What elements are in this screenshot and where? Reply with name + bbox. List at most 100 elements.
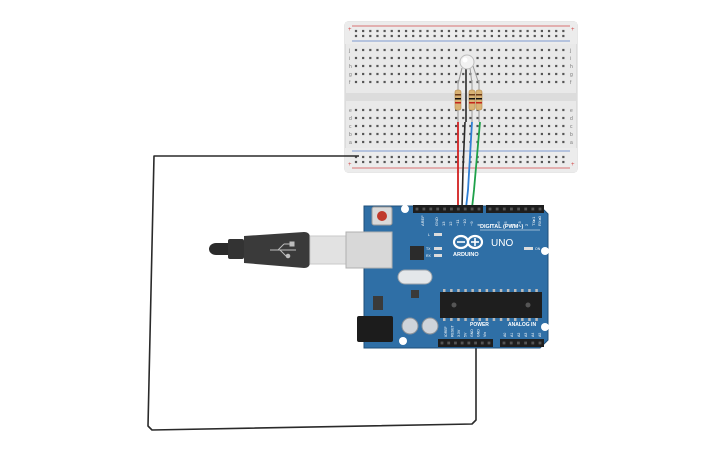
terminal-hole[interactable] bbox=[526, 108, 529, 112]
terminal-hole[interactable] bbox=[383, 80, 386, 84]
terminal-hole[interactable] bbox=[369, 116, 372, 120]
terminal-hole[interactable] bbox=[533, 64, 536, 68]
header-pin[interactable] bbox=[487, 341, 491, 345]
terminal-hole[interactable] bbox=[433, 140, 436, 144]
power-rail-hole[interactable] bbox=[354, 160, 358, 164]
terminal-hole[interactable] bbox=[497, 140, 501, 144]
terminal-hole[interactable] bbox=[412, 56, 415, 60]
terminal-hole[interactable] bbox=[455, 80, 458, 84]
terminal-hole[interactable] bbox=[440, 116, 443, 120]
terminal-hole[interactable] bbox=[369, 56, 372, 60]
header-pin[interactable] bbox=[440, 341, 444, 345]
power-rail-hole[interactable] bbox=[533, 34, 536, 38]
terminal-hole[interactable] bbox=[397, 116, 400, 120]
terminal-hole[interactable] bbox=[562, 56, 565, 60]
power-rail-hole[interactable] bbox=[404, 34, 408, 38]
power-rail-hole[interactable] bbox=[440, 155, 443, 159]
terminal-hole[interactable] bbox=[512, 80, 515, 84]
power-rail-hole[interactable] bbox=[455, 160, 458, 164]
terminal-hole[interactable] bbox=[447, 72, 451, 76]
terminal-hole[interactable] bbox=[483, 116, 486, 120]
power-rail-hole[interactable] bbox=[547, 160, 551, 164]
terminal-hole[interactable] bbox=[383, 48, 386, 52]
terminal-hole[interactable] bbox=[440, 124, 443, 128]
terminal-hole[interactable] bbox=[426, 108, 429, 112]
terminal-hole[interactable] bbox=[419, 108, 422, 112]
power-rail-hole[interactable] bbox=[483, 160, 486, 164]
power-rail-hole[interactable] bbox=[376, 29, 379, 33]
power-rail-hole[interactable] bbox=[547, 155, 551, 159]
terminal-hole[interactable] bbox=[497, 124, 501, 128]
terminal-hole[interactable] bbox=[390, 48, 393, 52]
power-rail-hole[interactable] bbox=[390, 160, 393, 164]
rgb-led[interactable] bbox=[457, 54, 480, 85]
power-rail-hole[interactable] bbox=[547, 34, 551, 38]
terminal-hole[interactable] bbox=[555, 80, 558, 84]
terminal-hole[interactable] bbox=[483, 108, 486, 112]
terminal-hole[interactable] bbox=[390, 64, 393, 68]
terminal-hole[interactable] bbox=[354, 140, 358, 144]
terminal-hole[interactable] bbox=[540, 48, 543, 52]
terminal-hole[interactable] bbox=[497, 132, 501, 136]
power-rail-hole[interactable] bbox=[483, 155, 486, 159]
terminal-hole[interactable] bbox=[433, 116, 436, 120]
header-pin[interactable] bbox=[480, 341, 484, 345]
header-pin[interactable] bbox=[443, 207, 446, 211]
terminal-hole[interactable] bbox=[555, 48, 558, 52]
terminal-hole[interactable] bbox=[547, 80, 551, 84]
terminal-hole[interactable] bbox=[433, 64, 436, 68]
terminal-hole[interactable] bbox=[469, 48, 472, 52]
terminal-hole[interactable] bbox=[362, 72, 365, 76]
power-rail-hole[interactable] bbox=[555, 29, 558, 33]
power-rail-hole[interactable] bbox=[419, 160, 422, 164]
power-rail-hole[interactable] bbox=[512, 160, 515, 164]
header-pin[interactable] bbox=[531, 207, 535, 211]
header-pin[interactable] bbox=[474, 341, 477, 345]
terminal-hole[interactable] bbox=[390, 72, 393, 76]
terminal-hole[interactable] bbox=[369, 140, 372, 144]
terminal-hole[interactable] bbox=[505, 80, 508, 84]
power-rail-hole[interactable] bbox=[483, 29, 486, 33]
header-pin[interactable] bbox=[454, 341, 457, 345]
terminal-hole[interactable] bbox=[512, 140, 515, 144]
power-rail-hole[interactable] bbox=[362, 155, 365, 159]
power-rail-hole[interactable] bbox=[490, 160, 493, 164]
terminal-hole[interactable] bbox=[526, 124, 529, 128]
terminal-hole[interactable] bbox=[404, 132, 408, 136]
power-rail-hole[interactable] bbox=[562, 160, 565, 164]
power-rail-hole[interactable] bbox=[376, 155, 379, 159]
terminal-hole[interactable] bbox=[455, 56, 458, 60]
terminal-hole[interactable] bbox=[476, 132, 479, 136]
terminal-hole[interactable] bbox=[490, 124, 493, 128]
terminal-hole[interactable] bbox=[547, 116, 551, 120]
terminal-hole[interactable] bbox=[476, 48, 479, 52]
terminal-hole[interactable] bbox=[476, 80, 479, 84]
terminal-hole[interactable] bbox=[562, 64, 565, 68]
terminal-hole[interactable] bbox=[512, 48, 515, 52]
terminal-hole[interactable] bbox=[404, 124, 408, 128]
terminal-hole[interactable] bbox=[505, 124, 508, 128]
power-rail-hole[interactable] bbox=[397, 34, 400, 38]
power-rail-hole[interactable] bbox=[512, 155, 515, 159]
terminal-hole[interactable] bbox=[362, 140, 365, 144]
terminal-hole[interactable] bbox=[462, 132, 465, 136]
terminal-hole[interactable] bbox=[390, 124, 393, 128]
power-rail-hole[interactable] bbox=[512, 29, 515, 33]
terminal-hole[interactable] bbox=[555, 124, 558, 128]
terminal-hole[interactable] bbox=[547, 132, 551, 136]
terminal-hole[interactable] bbox=[533, 132, 536, 136]
power-rail-hole[interactable] bbox=[404, 29, 408, 33]
terminal-hole[interactable] bbox=[440, 64, 443, 68]
power-rail-hole[interactable] bbox=[533, 29, 536, 33]
power-rail-hole[interactable] bbox=[512, 34, 515, 38]
terminal-hole[interactable] bbox=[362, 64, 365, 68]
header-pin[interactable] bbox=[510, 207, 513, 211]
wire-black-gnd-loop[interactable] bbox=[147, 155, 477, 431]
terminal-hole[interactable] bbox=[469, 116, 472, 120]
terminal-hole[interactable] bbox=[404, 48, 408, 52]
terminal-hole[interactable] bbox=[497, 48, 501, 52]
terminal-hole[interactable] bbox=[447, 140, 451, 144]
power-rail-hole[interactable] bbox=[519, 155, 522, 159]
terminal-hole[interactable] bbox=[462, 124, 465, 128]
power-rail-hole[interactable] bbox=[390, 29, 393, 33]
